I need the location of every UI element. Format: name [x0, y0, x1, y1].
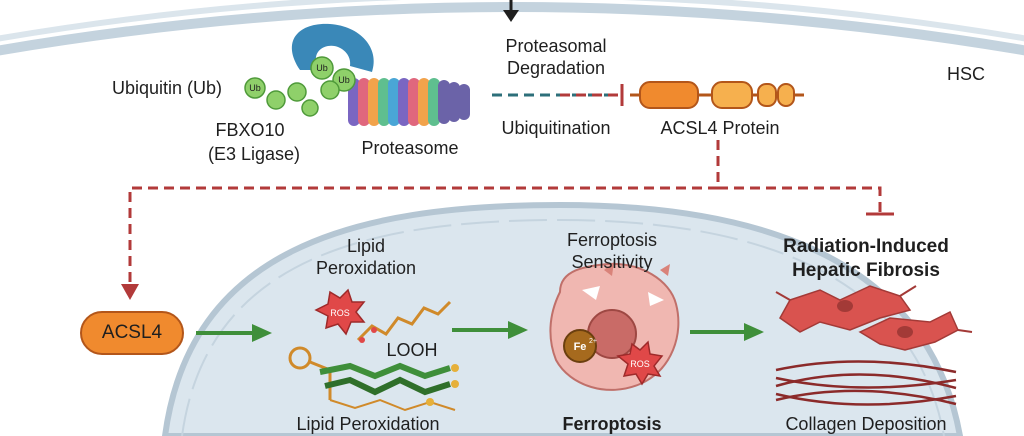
acsl4-protein-label: ACSL4 Protein — [660, 118, 780, 138]
lipid-perox-caption: Lipid Peroxidation — [296, 414, 440, 434]
ub-tag-2: Ub — [316, 63, 328, 73]
fbxo10-name: FBXO10 — [215, 120, 285, 140]
ubiquitination-label: Ubiquitination — [501, 118, 611, 138]
collagen-caption: Collagen Deposition — [785, 414, 947, 434]
activation-arrows — [196, 321, 764, 342]
ubiquitin-label: Ubiquitin (Ub) — [112, 78, 223, 98]
proteasome-label: Proteasome — [361, 138, 459, 158]
ubiquitin-chain-icon — [244, 56, 356, 117]
degradation-line2: Degradation — [506, 58, 606, 78]
lipid-perox-title-2: Peroxidation — [315, 258, 417, 278]
collagen-fibers-icon — [775, 360, 957, 406]
acsl4-arrowhead — [121, 284, 139, 300]
fbxo10-role: (E3 Ligase) — [208, 144, 301, 164]
lipid-perox-title-1: Lipid — [346, 236, 386, 256]
incoming-arrowhead — [503, 10, 519, 22]
inhibition-pathway — [128, 140, 882, 288]
ferroptosis-caption: Ferroptosis — [562, 414, 662, 434]
fe-charge: 2+ — [589, 338, 597, 345]
degradation-line1: Proteasomal — [505, 36, 607, 56]
lipid-molecule-icon — [288, 346, 459, 412]
acsl4-node: ACSL4 — [80, 311, 184, 355]
ros-label: ROS — [330, 308, 350, 318]
ub-tag-1: Ub — [249, 83, 261, 93]
activated-fibroblast-icon — [775, 285, 973, 351]
fibrosis-title-1: Radiation-Induced — [783, 236, 949, 257]
ub-tag-3: Ub — [338, 75, 350, 85]
ferroptotic-cell-icon — [549, 262, 680, 391]
fibrosis-title-2: Hepatic Fibrosis — [792, 260, 940, 281]
ferroptosis-title-1: Ferroptosis — [566, 230, 658, 250]
ubiquitination-inhibition-arrow — [492, 84, 624, 106]
acsl4-protein-icon — [630, 81, 804, 109]
ros-burst-icon — [314, 288, 366, 336]
cell-label: HSC — [946, 64, 985, 84]
proteasome-icon — [291, 23, 470, 126]
fe-label: Fe — [574, 341, 587, 353]
ferroptosis-title-2: Sensitivity — [571, 252, 653, 272]
ferroptosis-ros-label: ROS — [630, 359, 650, 369]
looh-label: LOOH — [386, 340, 438, 360]
